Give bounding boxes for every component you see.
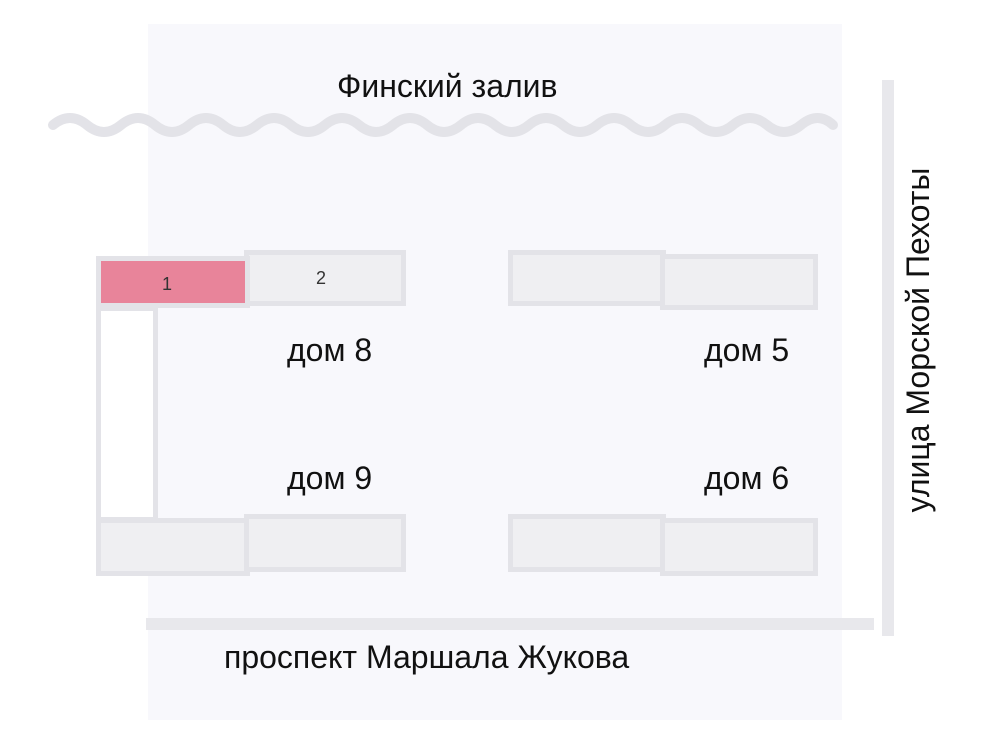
house-6-label: дом 6: [704, 460, 790, 496]
avenue-road: [146, 618, 874, 630]
building-6-section-left[interactable]: [508, 514, 666, 572]
building-8-section-1-selected[interactable]: [96, 256, 250, 308]
section-2-number: 2: [316, 268, 327, 288]
gulf-label: Финский залив: [337, 68, 558, 104]
street-road: [882, 80, 894, 636]
house-5-label: дом 5: [704, 332, 790, 368]
building-5-section-right[interactable]: [660, 254, 818, 310]
building-6-section-right[interactable]: [660, 518, 818, 576]
water-wave: [48, 113, 838, 137]
building-8-section-2[interactable]: [244, 250, 406, 306]
section-1-number: 1: [162, 274, 173, 294]
avenue-label: проспект Маршала Жукова: [224, 639, 630, 675]
building-9-section-right[interactable]: [244, 514, 406, 572]
house-8-label: дом 8: [287, 332, 373, 368]
map-canvas: [148, 24, 842, 720]
house-9-label: дом 9: [287, 460, 373, 496]
building-west-wing: [96, 306, 158, 522]
building-5-section-left[interactable]: [508, 250, 666, 306]
building-9-section-left[interactable]: [96, 518, 250, 576]
street-label: улица Морской Пехоты: [900, 167, 936, 513]
